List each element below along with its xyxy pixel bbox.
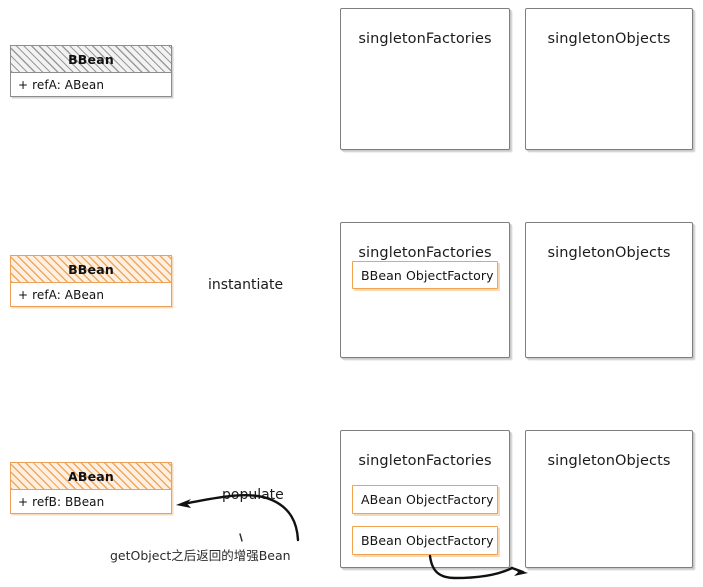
factory-entry-bbean-row3[interactable]: BBean ObjectFactory xyxy=(352,526,498,555)
uml-attribute: + refA: ABean xyxy=(18,287,105,302)
singleton-factories-title: singletonFactories xyxy=(358,245,492,261)
annotation-tick xyxy=(239,533,243,542)
singleton-factories-box-row2: singletonFactories xyxy=(340,222,510,358)
singleton-factories-box-row1: singletonFactories xyxy=(340,8,510,150)
uml-class-header: BBean xyxy=(11,46,171,73)
singleton-factories-title: singletonFactories xyxy=(358,31,492,47)
uml-class-name: BBean xyxy=(68,51,114,67)
factory-entry-bbean-row2[interactable]: BBean ObjectFactory xyxy=(352,261,498,289)
uml-class-bbean-row2: BBean + refA: ABean xyxy=(10,255,172,307)
uml-class-header: BBean xyxy=(11,256,171,283)
factory-entry-abean-row3[interactable]: ABean ObjectFactory xyxy=(352,485,498,514)
populate-arrow-head-segment xyxy=(510,566,525,574)
uml-class-attributes: + refA: ABean xyxy=(11,283,171,306)
uml-class-name: ABean xyxy=(67,468,114,484)
uml-class-attributes: + refB: BBean xyxy=(11,490,171,513)
singleton-objects-title: singletonObjects xyxy=(547,245,671,261)
singleton-objects-title: singletonObjects xyxy=(547,453,671,469)
action-label-instantiate: instantiate xyxy=(208,277,284,293)
action-label-populate: populate xyxy=(222,487,284,503)
uml-class-name: BBean xyxy=(68,261,114,277)
uml-attribute: + refB: BBean xyxy=(18,494,105,509)
uml-class-abean-row3: ABean + refB: BBean xyxy=(10,462,172,514)
factory-entry-label: BBean ObjectFactory xyxy=(361,533,494,548)
singleton-objects-box-row2: singletonObjects xyxy=(525,222,693,358)
singleton-factories-title: singletonFactories xyxy=(358,453,492,469)
uml-attribute: + refA: ABean xyxy=(18,77,105,92)
uml-class-header: ABean xyxy=(11,463,171,490)
uml-class-attributes: + refA: ABean xyxy=(11,73,171,96)
singleton-objects-box-row3: singletonObjects xyxy=(525,430,693,568)
uml-class-bbean-row1: BBean + refA: ABean xyxy=(10,45,172,97)
factory-entry-label: BBean ObjectFactory xyxy=(361,267,494,283)
annotation-getobject: getObject之后返回的增强Bean xyxy=(110,548,291,563)
arrowhead-left xyxy=(176,499,191,508)
arrowhead-right xyxy=(514,568,528,576)
singleton-objects-title: singletonObjects xyxy=(547,31,671,47)
singleton-objects-box-row1: singletonObjects xyxy=(525,8,693,150)
factory-entry-label: ABean ObjectFactory xyxy=(361,492,494,507)
